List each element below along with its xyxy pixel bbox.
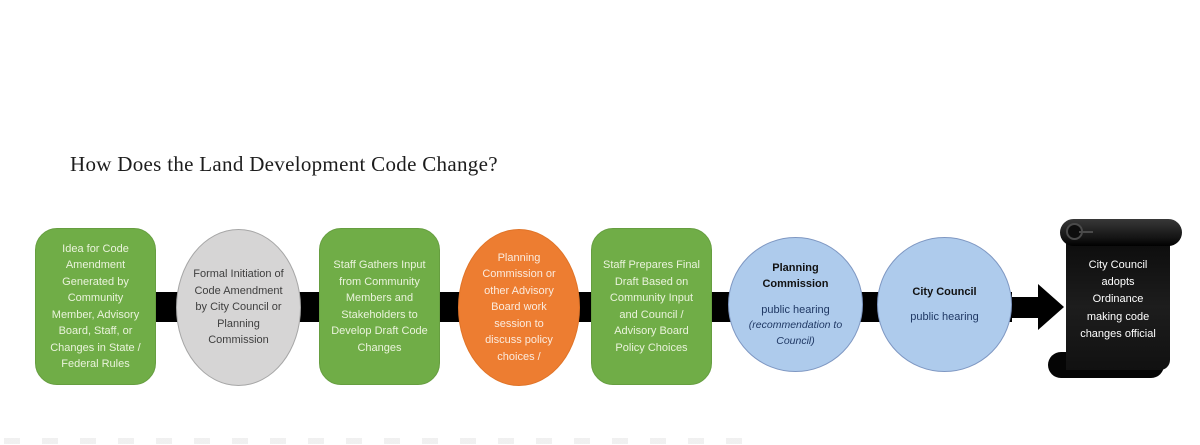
flow-arrow-shaft xyxy=(1003,297,1039,318)
step-staff-gathers-input: Staff Gathers Input from Community Membe… xyxy=(319,228,440,385)
step-label: City Council adopts Ordinance making cod… xyxy=(1080,259,1156,340)
scroll-curl-icon xyxy=(1066,223,1093,240)
step-work-session: Planning Commission or other Advisory Bo… xyxy=(458,229,580,386)
cut-off-text-fragment xyxy=(4,438,764,444)
step-label: Planning Commission or other Advisory Bo… xyxy=(482,251,556,363)
step-ordinance-adoption: City Council adopts Ordinance making cod… xyxy=(1066,230,1170,370)
step-city-council-hearing: City Council public hearing xyxy=(877,237,1012,372)
step-label: Idea for Code Amendment Generated by Com… xyxy=(50,242,141,371)
step-label: Staff Gathers Input from Community Membe… xyxy=(331,259,428,354)
step-staff-prepares-final-draft: Staff Prepares Final Draft Based on Comm… xyxy=(591,228,712,385)
step-subtitle: public hearing xyxy=(761,303,830,316)
step-subtitle: public hearing xyxy=(910,311,979,323)
step-label: Formal Initiation of Code Amendment by C… xyxy=(193,268,284,347)
step-planning-commission-hearing: Planning Commission public hearing (reco… xyxy=(728,237,863,372)
step-label: Staff Prepares Final Draft Based on Comm… xyxy=(602,259,700,354)
step-title: Planning Commission xyxy=(762,261,829,291)
step-formal-initiation: Formal Initiation of Code Amendment by C… xyxy=(176,229,301,386)
page-title: How Does the Land Development Code Chang… xyxy=(70,152,498,176)
flow-arrow-head-icon xyxy=(1038,284,1064,330)
step-note: (recommendation to Council) xyxy=(748,319,843,347)
step-title: City Council xyxy=(912,285,977,298)
step-idea-for-code-amendment: Idea for Code Amendment Generated by Com… xyxy=(35,228,156,385)
